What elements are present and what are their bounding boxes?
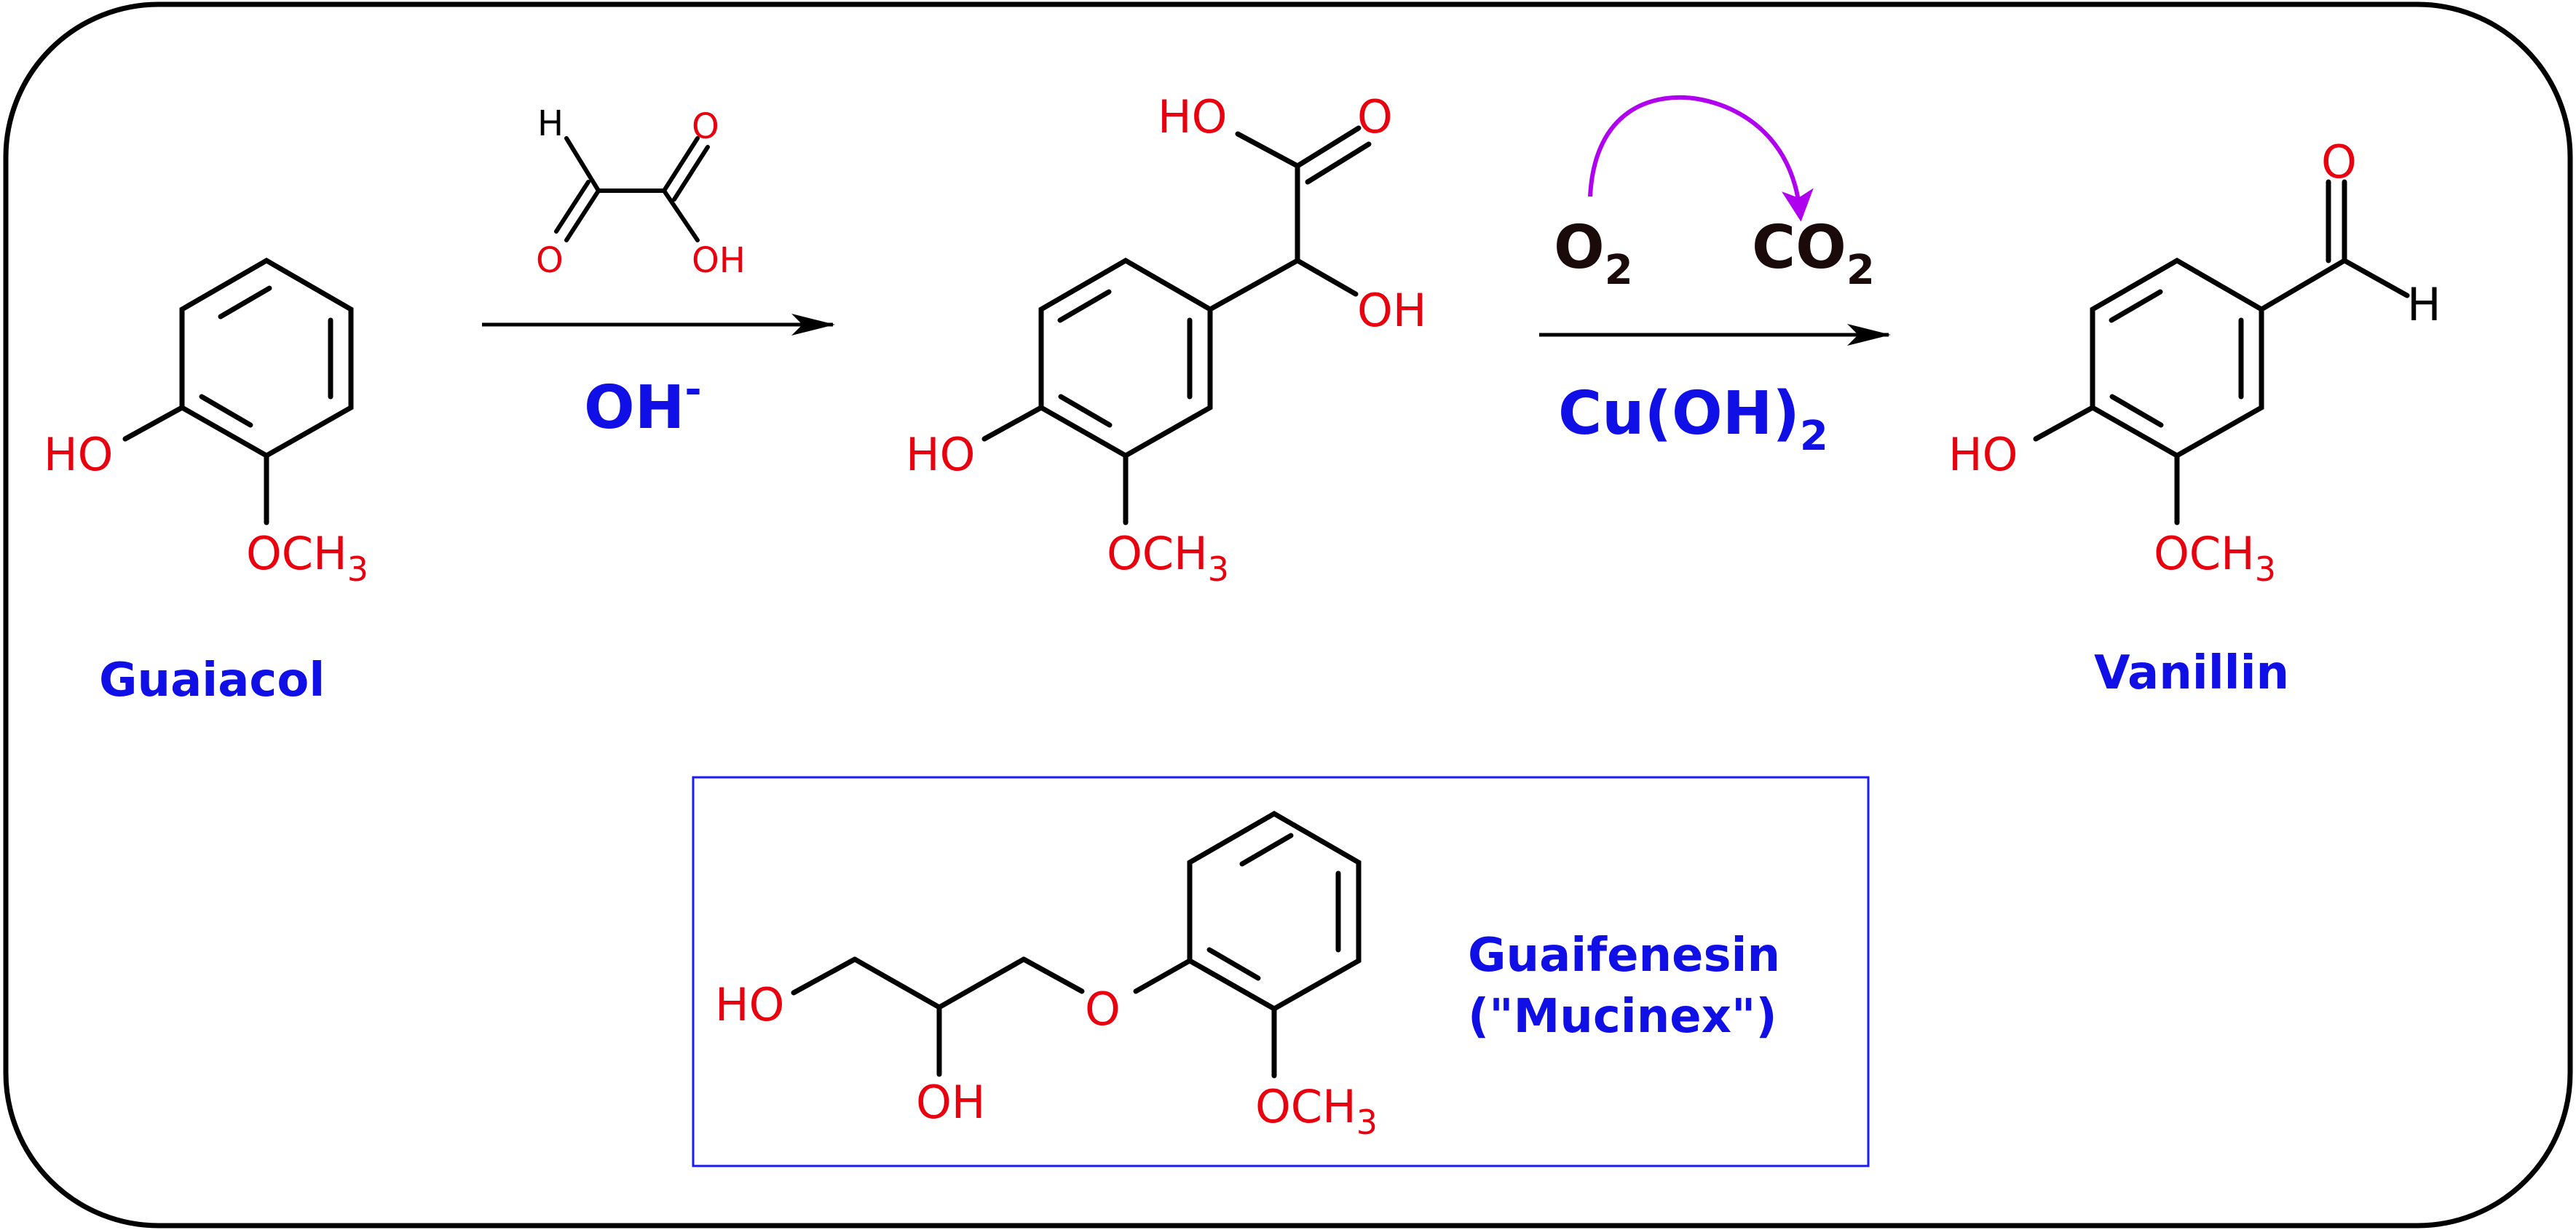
outer-frame xyxy=(3,1,2573,1229)
guaifenesin-ether-o: O xyxy=(1085,983,1121,1036)
guaiacol-structure xyxy=(122,257,354,525)
vanillin-hydroxyl: HO xyxy=(1948,428,2018,481)
guaifenesin-methoxy: OCH3 xyxy=(1255,1080,1378,1142)
step2-catalyst: Cu(OH)2 xyxy=(1558,379,1828,460)
intermediate-phenol-oh: HO xyxy=(906,428,975,481)
vanillin-aldehyde-h: H xyxy=(2407,278,2441,331)
vanillin-methoxy: OCH3 xyxy=(2154,527,2276,589)
vanillin-label: Vanillin xyxy=(2094,646,2289,700)
glyoxylic-h: H xyxy=(537,103,564,144)
guaifenesin-inset-box xyxy=(692,776,1870,1167)
mucinex-label: ("Mucinex") xyxy=(1468,990,1777,1044)
intermediate-alpha-oh: OH xyxy=(1357,284,1426,337)
guaiacol-hydroxyl: HO xyxy=(44,428,113,481)
intermediate-acid-oh: HO xyxy=(1158,90,1227,143)
intermediate-methoxy: OCH3 xyxy=(1107,527,1229,589)
glyoxylic-acid-structure xyxy=(554,136,710,242)
step1-base: OH- xyxy=(584,366,702,443)
glyoxylic-carbonyl-o: O xyxy=(692,106,719,147)
guaiacol-label: Guaiacol xyxy=(99,654,325,707)
vanillin-aldehyde-o: O xyxy=(2321,135,2357,189)
glyoxylic-oh: OH xyxy=(692,240,746,281)
glyoxylic-aldehyde-o: O xyxy=(536,240,564,281)
guaifenesin-structure xyxy=(791,810,1362,1079)
guaifenesin-secondary-oh: OH xyxy=(916,1076,985,1129)
oxygen-reagent: O2 xyxy=(1554,213,1633,294)
guaiacol-methoxy: OCH3 xyxy=(246,527,368,589)
co2-byproduct: CO2 xyxy=(1752,213,1875,294)
guaifenesin-primary-oh: HO xyxy=(715,978,784,1031)
intermediate-acid-o: O xyxy=(1357,90,1393,143)
intermediate-structure xyxy=(981,125,1372,525)
curved-arrow-icon xyxy=(1588,95,1814,222)
guaifenesin-label: Guaifenesin xyxy=(1468,929,1780,983)
vanillin-structure xyxy=(2033,179,2410,525)
